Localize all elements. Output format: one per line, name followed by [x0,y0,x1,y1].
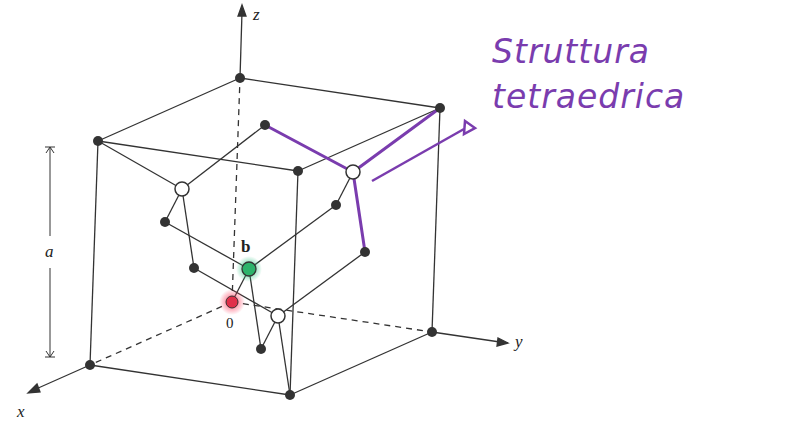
lattice-atoms [85,73,445,400]
atom-label: b [240,238,251,255]
axis-label: y [514,333,524,350]
axis-label: x [16,403,26,420]
origin-atom [226,296,238,308]
dimension-a [45,147,55,357]
bonds [98,125,365,395]
handwritten-note: Struttura tetraedrica [491,30,783,119]
interior-atoms [175,165,360,323]
dimension-label: a [44,243,55,260]
origin-glow [219,289,245,315]
axis-label: z [252,6,261,23]
callout-arrow [372,121,475,181]
highlighted-bonds [265,108,440,252]
b-atom [242,262,256,276]
cube-edges [90,78,440,395]
axes [28,5,508,393]
origin-label: 0 [225,316,235,331]
b-glow [236,256,262,282]
